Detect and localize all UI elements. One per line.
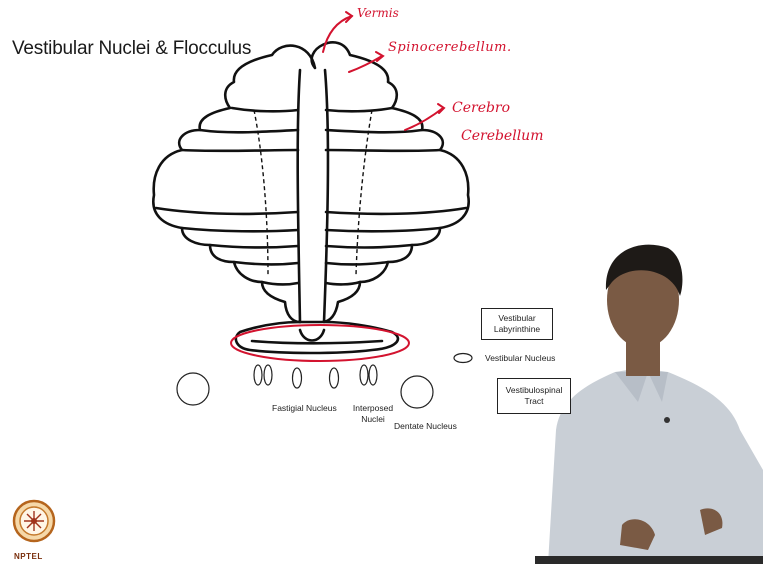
vestibular-nucleus-shape [454, 354, 472, 363]
right-interposed-nucleus-shape-2 [369, 365, 377, 385]
left-dentate-nucleus-shape [177, 373, 209, 405]
folia-line [234, 262, 298, 264]
right-fastigial-nucleus-shape [330, 368, 339, 388]
lapel-microphone [664, 417, 670, 423]
folia-line [156, 208, 298, 214]
dentate-nucleus-label: Dentate Nucleus [394, 421, 457, 432]
vestibular-nucleus-label: Vestibular Nucleus [485, 353, 555, 364]
tract-box-line-1: Vestibulospinal [506, 385, 563, 396]
right-interposed-nucleus-shape [360, 365, 368, 385]
nptel-logo [14, 501, 54, 541]
folia-line [232, 108, 298, 111]
left-interposed-nucleus-shape [254, 365, 262, 385]
nptel-logo-text: NPTEL [14, 552, 43, 561]
labyrinthine-box-line-1: Vestibular [498, 313, 535, 324]
cerebellum-outline [153, 42, 468, 322]
vestibulospinal-tract-box: Vestibulospinal Tract [497, 378, 571, 414]
right-dentate-nucleus-shape [401, 376, 433, 408]
tract-box-line-2: Tract [524, 396, 543, 407]
interposed-nuclei-label: Interposed Nuclei [350, 403, 396, 425]
left-interposed-nucleus-shape-2 [264, 365, 272, 385]
labyrinthine-box-line-2: Labyrinthine [494, 324, 540, 335]
folia-line [326, 208, 466, 214]
cerebro-annotation: Cerebro [452, 100, 510, 116]
flocculonodular-lobe [236, 322, 398, 353]
fastigial-nucleus-label: Fastigial Nucleus [272, 403, 337, 414]
left-fastigial-nucleus-shape [293, 368, 302, 388]
interposed-label-line-2: Nuclei [350, 414, 396, 425]
folia-line [210, 245, 298, 247]
folia-line [326, 282, 360, 284]
folia-line [326, 228, 440, 231]
cerebellum-annotation: Cerebellum [461, 128, 543, 144]
flocculus-inner-line [252, 341, 382, 343]
paravermis-line-right [356, 110, 372, 275]
folia-line [200, 130, 298, 132]
folia-line [182, 228, 298, 231]
folia-line [326, 130, 422, 132]
vestibular-labyrinthine-box: Vestibular Labyrinthine [481, 308, 553, 340]
folia-line [182, 150, 298, 151]
paravermis-line-left [254, 110, 268, 275]
spinocerebellum-annotation: Spinocerebellum. [388, 40, 512, 55]
podium-edge [535, 556, 763, 564]
folia-line [262, 282, 298, 284]
presenter-shirt [548, 368, 763, 564]
folia-line [326, 245, 412, 247]
vermis-annotation: Vermis [357, 6, 399, 20]
folia-line [326, 150, 440, 151]
nodulus [300, 330, 324, 341]
folia-line [326, 108, 392, 111]
cerebrocerebellum-arrow [405, 108, 443, 130]
interposed-label-line-1: Interposed [350, 403, 396, 414]
